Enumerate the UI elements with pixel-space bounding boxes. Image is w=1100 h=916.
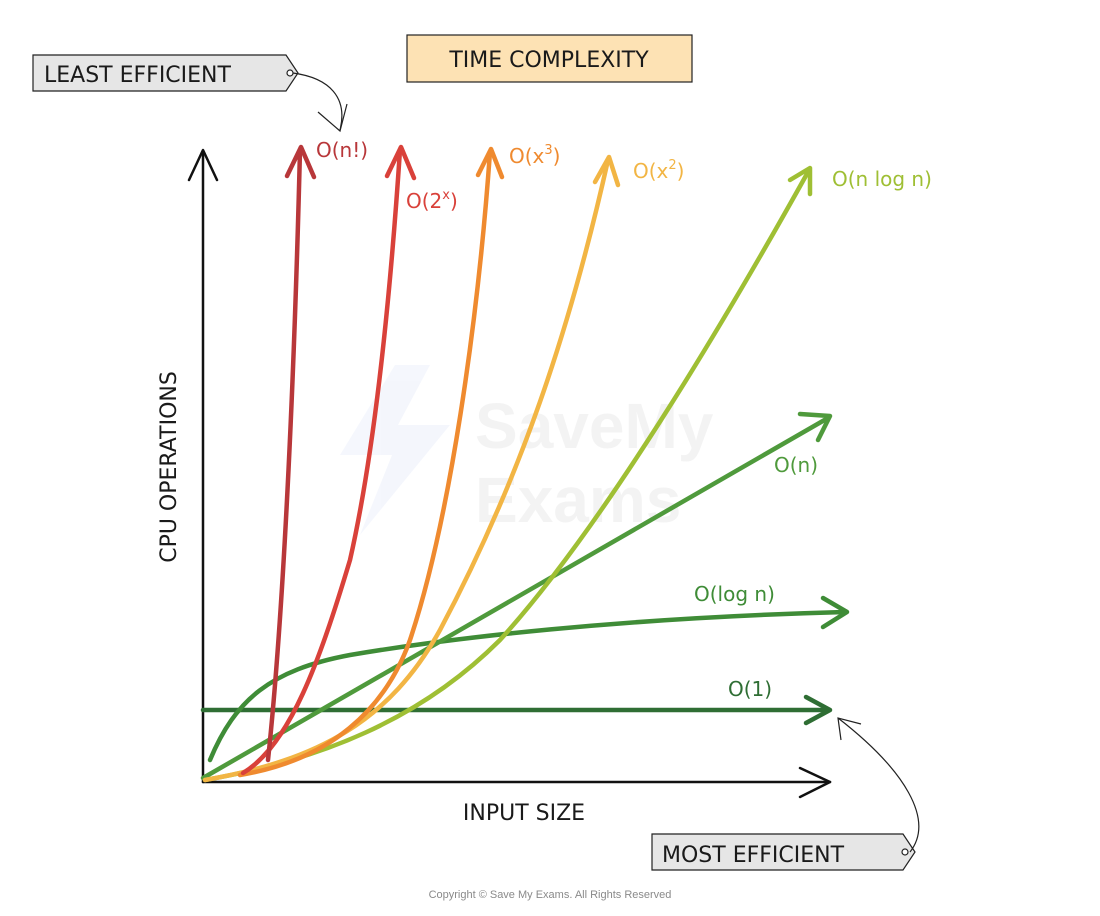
label-quadratic: O(x2) <box>633 158 684 183</box>
label-linearithmic: O(n log n) <box>832 167 932 191</box>
title-box: TIME COMPLEXITY <box>406 34 693 83</box>
watermark: SaveMy Exams <box>340 365 714 536</box>
curve-factorial <box>265 147 303 763</box>
axes <box>187 148 832 799</box>
curve-quadratic <box>202 157 611 783</box>
y-axis-label: CPU OPERATIONS <box>157 371 182 563</box>
curve-linear <box>200 415 831 781</box>
label-factorial: O(n!) <box>316 138 368 162</box>
curve-logarithmic <box>207 609 848 763</box>
curve-linear-arrowhead <box>797 411 833 443</box>
least-efficient-arrow <box>292 72 343 131</box>
curve-logarithmic-arrowhead <box>820 595 850 630</box>
y-axis-arrowhead <box>187 148 219 182</box>
label-linear: O(n) <box>774 453 818 477</box>
curve-cubic-arrowhead <box>475 146 505 180</box>
label-constant: O(1) <box>728 677 772 701</box>
label-logarithmic: O(log n) <box>694 582 775 606</box>
least-efficient-tag: LEAST EFFICIENT <box>32 54 348 133</box>
copyright-notice: Copyright © Save My Exams. All Rights Re… <box>428 889 672 901</box>
least-efficient-arrowhead <box>317 103 348 133</box>
curve-linearithmic <box>202 169 811 783</box>
x-axis-arrowhead <box>798 766 832 799</box>
most-efficient-arrowhead <box>837 717 862 741</box>
curve-linearithmic-arrowhead <box>787 165 813 197</box>
curve-factorial-arrowhead <box>284 144 317 180</box>
curves <box>200 144 850 783</box>
label-exponential: O(2x) <box>406 188 458 213</box>
curve-exponential <box>240 147 403 776</box>
most-efficient-label: MOST EFFICIENT <box>662 843 845 868</box>
label-cubic: O(x3) <box>509 143 560 168</box>
x-axis-label: INPUT SIZE <box>463 801 585 826</box>
least-efficient-label: LEAST EFFICIENT <box>44 63 232 88</box>
watermark-line2: Exams <box>475 464 681 536</box>
curve-labels: O(n!) O(2x) O(x3) O(x2) O(n log n) O(n) … <box>316 138 932 701</box>
watermark-line1: SaveMy <box>475 390 714 462</box>
most-efficient-arrow <box>837 717 920 853</box>
curve-cubic <box>237 149 493 778</box>
most-efficient-tag: MOST EFFICIENT <box>651 717 920 871</box>
curve-exponential-arrowhead <box>384 144 417 181</box>
page-title: TIME COMPLEXITY <box>448 48 649 73</box>
curve-constant-arrowhead <box>803 694 833 726</box>
curve-quadratic-arrowhead <box>592 154 621 188</box>
watermark-bolt-icon <box>340 365 450 535</box>
